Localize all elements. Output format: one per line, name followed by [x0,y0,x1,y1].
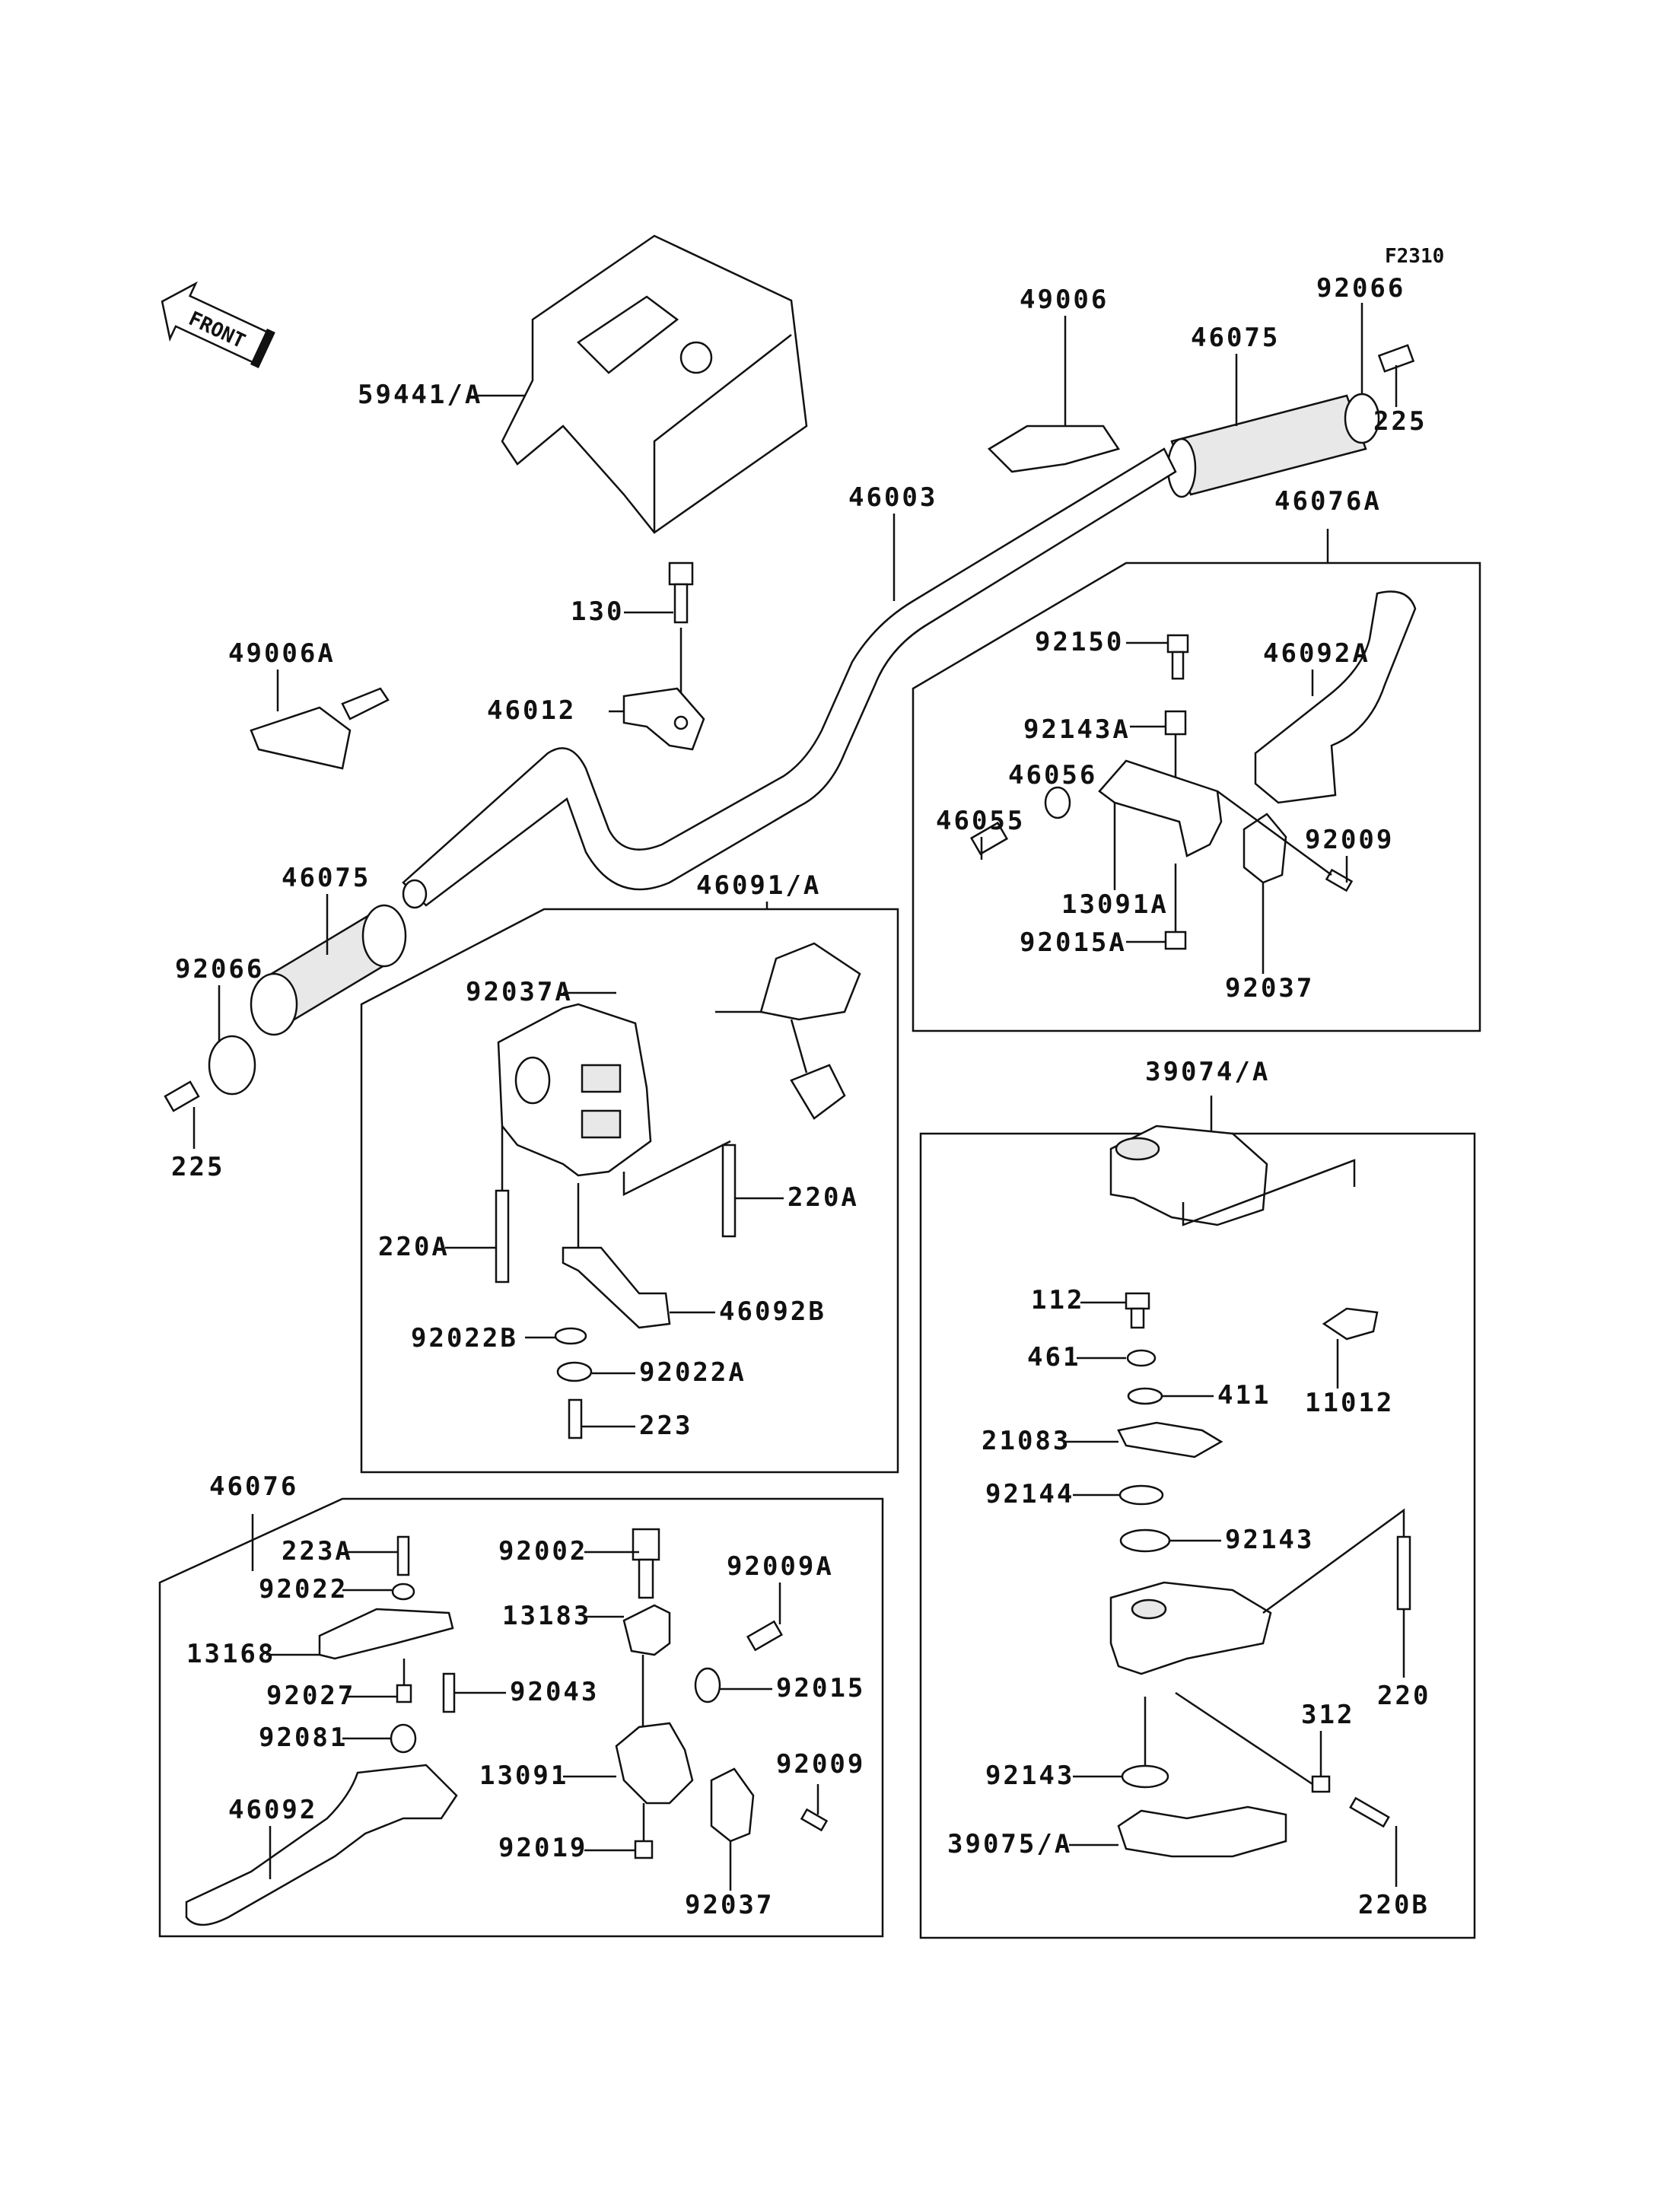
label-46092A: 46092A [1263,638,1370,669]
label-46055: 46055 [936,806,1025,836]
box-46076A: 46076A 46092A 92150 92143A 46056 46055 1… [912,486,1481,1032]
label-92037A: 92037A [466,977,573,1007]
label-92143A: 92143A [1023,714,1131,745]
box-46076-title: 46076 [209,1471,298,1502]
front-arrow-icon: FRONT [161,281,275,369]
label-49006: 49006 [1020,285,1109,315]
label-92022: 92022 [259,1574,348,1605]
label-49006A: 49006A [228,638,336,669]
part-225-bolt-top [1377,344,1415,373]
label-92022B: 92022B [411,1323,518,1353]
label-220B: 220B [1358,1890,1430,1920]
label-225-top: 225 [1373,406,1427,437]
label-92143-lower: 92143 [985,1761,1074,1791]
label-220A-right: 220A [788,1182,859,1213]
figure-code: F2310 [1385,245,1444,268]
label-223A: 223A [282,1536,353,1567]
part-49006 [987,425,1120,473]
label-11012: 11012 [1305,1388,1394,1418]
label-92066-top: 92066 [1316,273,1405,304]
box-39074A-title: 39074/A [1145,1057,1270,1087]
box-46091A: 46091/A 92037A 220A 220A 46092B 92022B [360,870,899,1474]
label-21083: 21083 [982,1426,1071,1456]
label-46075-left: 46075 [282,863,371,893]
part-46003-handlebar [402,447,1177,909]
label-92027: 92027 [266,1681,355,1711]
part-46075-left-grip [250,904,407,1036]
part-225-bolt-left [164,1080,200,1112]
part-46092-lever [185,1764,458,1926]
label-92037-a: 92037 [1225,973,1314,1004]
label-92015: 92015 [776,1673,865,1703]
label-92081: 92081 [259,1722,348,1753]
label-13091A: 13091A [1061,889,1169,920]
label-112: 112 [1031,1285,1084,1315]
label-225-left: 225 [171,1152,224,1182]
label-92009-b: 92009 [776,1749,865,1780]
label-13168: 13168 [186,1639,275,1669]
label-220: 220 [1377,1681,1430,1711]
part-switch-connector [759,942,861,1021]
part-46075-right-grip [1166,394,1367,498]
part-39075A-lever [1117,1805,1287,1858]
label-39075A: 39075/A [947,1829,1072,1859]
box-46091A-title: 46091/A [696,870,821,901]
label-46012: 46012 [487,695,576,726]
label-92002: 92002 [498,1536,587,1567]
label-46056: 46056 [1008,760,1097,790]
label-92043: 92043 [510,1677,599,1707]
part-throttle-housing [1109,1581,1272,1675]
box-39074A: 39074/A 11012 112 461 411 21083 92144 9 [919,1057,1476,1939]
label-46092B: 46092B [719,1296,826,1327]
label-92009-a: 92009 [1305,825,1394,855]
label-92143-upper: 92143 [1225,1525,1314,1555]
label-130: 130 [571,596,624,627]
part-49006A [250,687,390,770]
label-92015A: 92015A [1020,927,1127,958]
label-59441A: 59441/A [358,380,482,410]
label-92066-left: 92066 [175,954,264,984]
part-46012-holder [622,687,705,751]
part-59441-cover [501,234,808,534]
label-220A-left: 220A [378,1232,450,1262]
label-312: 312 [1301,1700,1354,1730]
box-46076: 46076 223A 92022 13168 92027 92043 92081… [158,1471,884,1938]
part-130-bolt [668,561,694,624]
label-411: 411 [1217,1380,1271,1411]
label-92019: 92019 [498,1833,587,1863]
label-13183: 13183 [502,1601,591,1631]
part-92066-left [208,1035,256,1096]
label-92150: 92150 [1035,627,1124,657]
label-46003: 46003 [848,482,937,513]
label-92144: 92144 [985,1479,1074,1509]
label-46075-top: 46075 [1191,323,1280,353]
label-13091: 13091 [479,1761,568,1791]
box-46076A-title: 46076A [1274,486,1382,517]
part-46092A-lever [1254,590,1417,804]
label-461: 461 [1027,1342,1080,1373]
label-92009A: 92009A [727,1551,834,1582]
label-92037-b: 92037 [685,1890,774,1920]
label-223: 223 [639,1411,692,1441]
label-92022A: 92022A [639,1357,746,1388]
label-46092: 46092 [228,1795,317,1825]
